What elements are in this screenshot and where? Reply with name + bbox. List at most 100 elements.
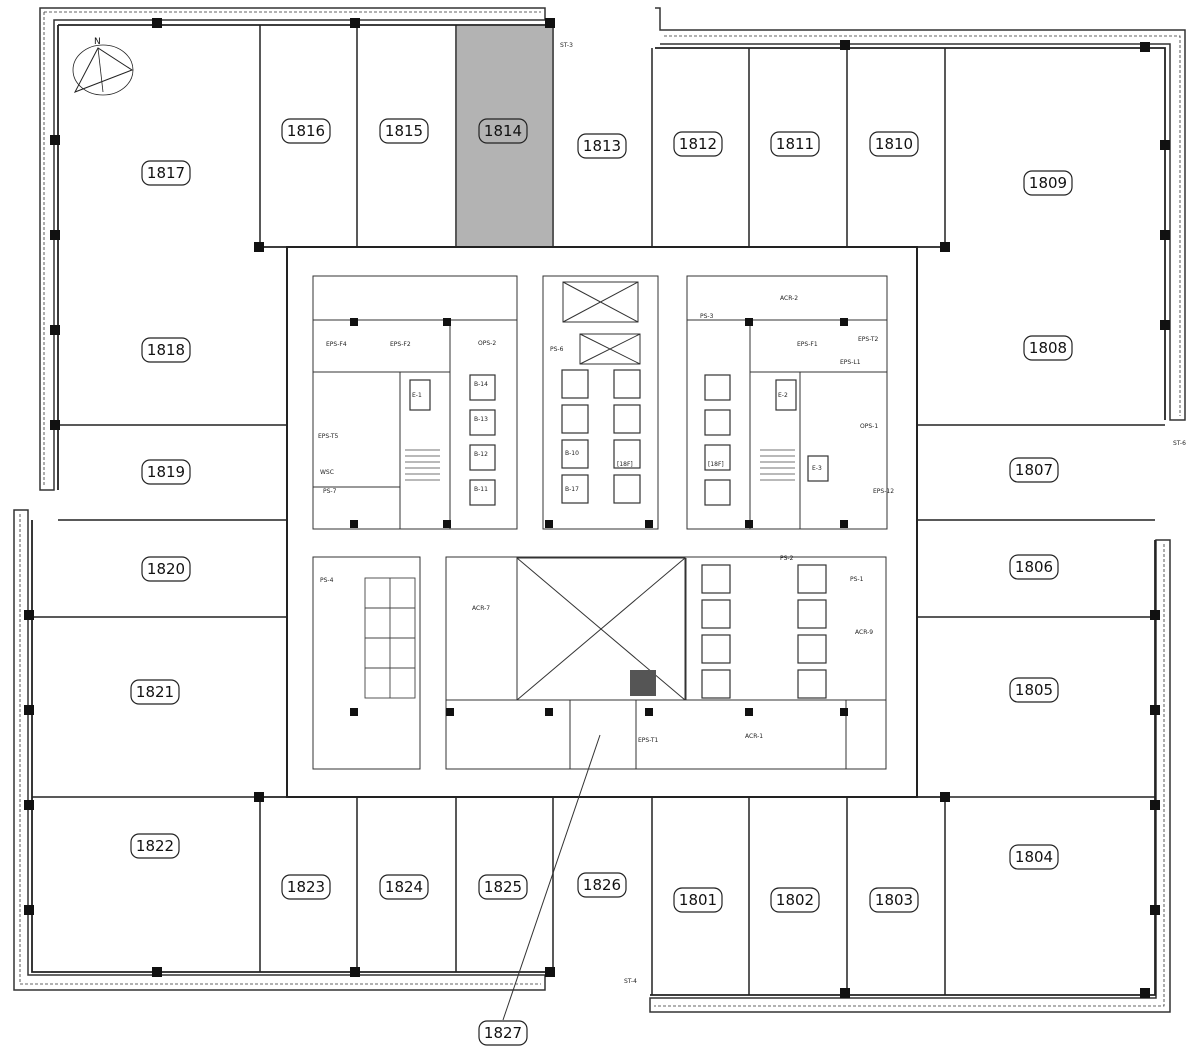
label-wsc: WSC [320, 469, 334, 476]
unit-number: 1823 [287, 878, 325, 896]
unit-badge [577, 872, 627, 898]
unit-1819: 1819 [141, 459, 191, 485]
bottom-row-walls [259, 796, 946, 995]
inner-perimeter [31, 24, 1166, 996]
unit-1827-leader [502, 734, 601, 1021]
label-eps-f4: EPS-F4 [326, 341, 347, 348]
unit-badge [1009, 554, 1059, 580]
unit-number: 1821 [136, 683, 174, 701]
unit-number: 1802 [776, 891, 814, 909]
unit-badge [1023, 170, 1073, 196]
label-ps-4: PS-4 [320, 577, 334, 584]
unit-number: 1818 [147, 341, 185, 359]
unit-1826: 1826 [577, 872, 627, 898]
label-st-3: ST-3 [560, 42, 573, 49]
unit-number: 1811 [776, 135, 814, 153]
label-eps-t1: EPS-T1 [638, 737, 658, 744]
label-b-10: B-10 [565, 450, 579, 457]
unit-1802: 1802 [770, 887, 820, 913]
unit-1823: 1823 [281, 874, 331, 900]
unit-badge [869, 887, 919, 913]
label-st-6: ST-6 [1173, 440, 1186, 447]
unit-1822: 1822 [130, 833, 180, 859]
unit-1801: 1801 [673, 887, 723, 913]
unit-number: 1801 [679, 891, 717, 909]
unit-number: 1824 [385, 878, 423, 896]
unit-badge [281, 118, 331, 144]
unit-number: 1820 [147, 560, 185, 578]
unit-number: 1804 [1015, 848, 1053, 866]
unit-1808: 1808 [1023, 335, 1073, 361]
unit-number: 1819 [147, 463, 185, 481]
label-18f-left: [18F] [617, 461, 633, 468]
label-ps-7: PS-7 [323, 488, 337, 495]
core-annotations: EPS-F4 EPS-F2 OPS-2 PS-6 EPS-F1 EPS-T2 E… [318, 42, 1186, 985]
unit-number: 1815 [385, 122, 423, 140]
unit-badge [770, 887, 820, 913]
label-b-14: B-14 [474, 381, 488, 388]
label-e-1: E-1 [412, 392, 422, 399]
exterior-walls [13, 7, 1186, 1013]
unit-1827: 1827 [478, 1020, 528, 1046]
unit-badge [130, 679, 180, 705]
right-column-walls [917, 246, 1165, 798]
label-ops-2: OPS-2 [478, 340, 496, 347]
label-acr-1: ACR-1 [745, 733, 763, 740]
unit-number: 1808 [1029, 339, 1067, 357]
top-row-walls [259, 25, 946, 248]
unit-1824: 1824 [379, 874, 429, 900]
label-eps-l1: EPS-L1 [840, 359, 861, 366]
label-ps-3: PS-3 [700, 313, 714, 320]
unit-badge [130, 833, 180, 859]
unit-badge [1009, 677, 1059, 703]
unit-number: 1814 [484, 122, 522, 140]
label-b-13: B-13 [474, 416, 488, 423]
label-acr-9: ACR-9 [855, 629, 873, 636]
label-b-12: B-12 [474, 451, 488, 458]
unit-number: 1825 [484, 878, 522, 896]
unit-badge [577, 133, 627, 159]
unit-number: 1822 [136, 837, 174, 855]
unit-badge [673, 887, 723, 913]
unit-1805: 1805 [1009, 677, 1059, 703]
unit-1813: 1813 [577, 133, 627, 159]
label-eps-f2: EPS-F2 [390, 341, 411, 348]
label-ps-1: PS-1 [850, 576, 864, 583]
unit-1804: 1804 [1009, 844, 1059, 870]
north-label: N [94, 37, 101, 47]
label-18f-right: [18F] [708, 461, 724, 468]
unit-number: 1813 [583, 137, 621, 155]
elevators [409, 369, 829, 699]
unit-number: 1827 [484, 1024, 522, 1042]
unit-number: 1816 [287, 122, 325, 140]
unit-1812: 1812 [673, 131, 723, 157]
unit-1809: 1809 [1023, 170, 1073, 196]
unit-1806: 1806 [1009, 554, 1059, 580]
unit-1807: 1807 [1009, 457, 1059, 483]
unit-1810: 1810 [869, 131, 919, 157]
label-eps-t5: EPS-T5 [318, 433, 338, 440]
unit-1818: 1818 [141, 337, 191, 363]
stairs [405, 449, 795, 481]
label-eps-t2: EPS-T2 [858, 336, 878, 343]
unit-1814: 1814 [478, 118, 528, 144]
label-ps-2: PS-2 [780, 555, 794, 562]
label-acr-7: ACR-7 [472, 605, 490, 612]
label-ops-1: OPS-1 [860, 423, 878, 430]
unit-number: 1812 [679, 135, 717, 153]
unit-1820: 1820 [141, 556, 191, 582]
unit-number: 1826 [583, 876, 621, 894]
unit-1821: 1821 [130, 679, 180, 705]
unit-badge [1023, 335, 1073, 361]
unit-badge [869, 131, 919, 157]
structural-columns [24, 18, 1170, 998]
unit-badge [379, 118, 429, 144]
label-b-17: B-17 [565, 486, 579, 493]
core-columns [350, 318, 848, 716]
label-eps-12: EPS-12 [873, 488, 894, 495]
unit-number: 1803 [875, 891, 913, 909]
restroom-stalls [364, 577, 416, 699]
core-outline [286, 246, 918, 798]
